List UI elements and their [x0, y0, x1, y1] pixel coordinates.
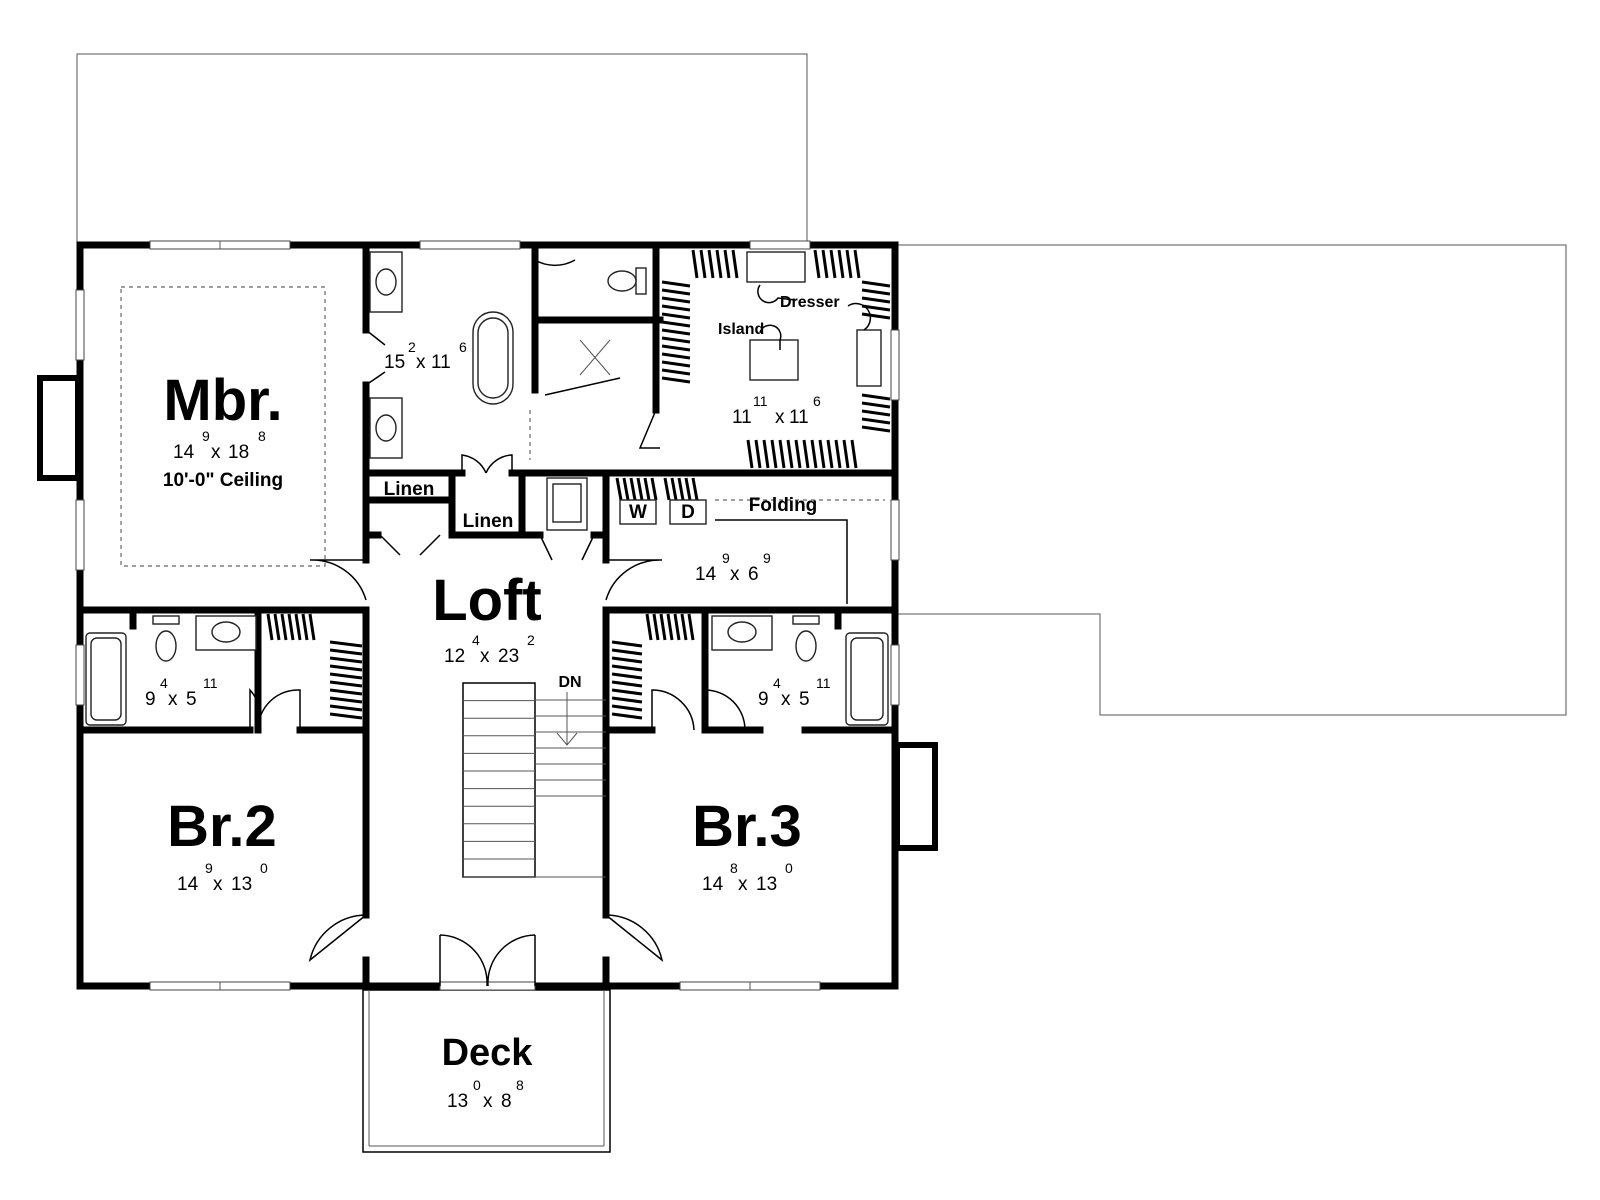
ceiling-outline [120, 286, 326, 567]
svg-text:0: 0 [785, 860, 793, 876]
svg-text:6: 6 [813, 393, 821, 409]
dryer-label: D [681, 502, 695, 523]
closet-furniture [746, 251, 882, 387]
svg-text:9: 9 [205, 860, 213, 876]
svg-text:x: x [738, 874, 748, 895]
br3-dimensions: 14 8 x 13 0 [702, 860, 793, 895]
svg-text:x: x [483, 1091, 493, 1112]
laundry-dimensions: 14 9 x 6 9 [695, 550, 771, 585]
dresser-label: Dresser [780, 294, 840, 311]
loft-dimensions: 12 4 x 23 2 [444, 632, 535, 667]
svg-text:0: 0 [473, 1077, 481, 1093]
washer-label: W [629, 502, 647, 523]
svg-text:x: x [730, 564, 740, 585]
chimney-left [37, 375, 81, 481]
mbr-ceiling-note: 10'-0" Ceiling [163, 470, 283, 491]
br3-label: Br.3 [692, 794, 802, 859]
svg-text:11: 11 [732, 407, 752, 428]
svg-text:8: 8 [501, 1091, 512, 1112]
roof-outlines [76, 53, 1567, 716]
svg-text:x: x [480, 646, 490, 667]
windows [75, 240, 900, 991]
mbr-label: Mbr. [163, 368, 282, 433]
svg-text:11: 11 [816, 675, 831, 691]
closet-master-dimensions: 11 11 x 11 6 [732, 393, 821, 428]
svg-text:11: 11 [789, 407, 809, 428]
svg-text:9: 9 [758, 689, 769, 710]
svg-text:2: 2 [408, 339, 416, 355]
svg-text:9: 9 [763, 550, 771, 566]
svg-text:14: 14 [173, 442, 195, 463]
svg-text:14: 14 [695, 564, 717, 585]
svg-text:14: 14 [177, 874, 199, 895]
laundry-appliances [619, 499, 885, 604]
svg-text:x: x [168, 689, 178, 710]
svg-text:6: 6 [748, 564, 759, 585]
svg-text:11: 11 [753, 393, 768, 409]
svg-text:0: 0 [260, 860, 268, 876]
loft-label: Loft [432, 568, 542, 633]
svg-text:x: x [211, 442, 221, 463]
bath2-dimensions: 9 4 x 5 11 [145, 675, 218, 710]
stair-down-label: DN [558, 674, 581, 691]
svg-text:5: 5 [799, 689, 810, 710]
svg-text:9: 9 [202, 428, 210, 444]
closet-shelving [266, 249, 891, 720]
toilet-icon [152, 267, 820, 662]
br2-label: Br.2 [167, 794, 277, 859]
stairway [462, 682, 606, 878]
deck-dimensions: 13 0 x 8 8 [447, 1077, 524, 1112]
svg-text:4: 4 [773, 675, 781, 691]
svg-text:x: x [213, 874, 223, 895]
tub-icon [85, 311, 889, 726]
shower-icon [529, 339, 621, 460]
svg-text:x: x [416, 352, 426, 373]
folding-label: Folding [749, 495, 818, 516]
svg-text:18: 18 [228, 442, 249, 463]
svg-text:9: 9 [145, 689, 156, 710]
svg-text:13: 13 [231, 874, 252, 895]
svg-text:8: 8 [730, 860, 738, 876]
svg-text:9: 9 [722, 550, 730, 566]
svg-text:5: 5 [186, 689, 197, 710]
br2-dimensions: 14 9 x 13 0 [177, 860, 268, 895]
svg-text:x: x [781, 689, 791, 710]
bath-master-dimensions: 15 2 x 11 6 [384, 339, 467, 373]
sink-icon [195, 251, 773, 651]
island-label: Island [718, 321, 764, 338]
chimney-right [894, 742, 938, 851]
bath3-dimensions: 9 4 x 5 11 [758, 675, 831, 710]
svg-text:13: 13 [447, 1091, 468, 1112]
svg-text:6: 6 [459, 339, 467, 355]
svg-text:2: 2 [527, 632, 535, 648]
svg-text:12: 12 [444, 646, 465, 667]
svg-text:8: 8 [258, 428, 266, 444]
svg-text:14: 14 [702, 874, 724, 895]
stair-arrow-icon [556, 692, 578, 746]
svg-text:4: 4 [472, 632, 480, 648]
linen-label-1: Linen [384, 479, 435, 500]
mbr-dimensions: 14 9 x 18 8 [173, 428, 266, 463]
svg-text:15: 15 [384, 352, 405, 373]
deck-label: Deck [442, 1032, 534, 1074]
svg-text:23: 23 [498, 646, 519, 667]
svg-text:4: 4 [160, 675, 168, 691]
interior-walls [76, 241, 899, 990]
linen-label-2: Linen [463, 511, 514, 532]
svg-text:13: 13 [756, 874, 777, 895]
svg-text:8: 8 [516, 1077, 524, 1093]
svg-text:x: x [775, 407, 785, 428]
door-swing-icon [249, 245, 746, 987]
svg-text:11: 11 [431, 352, 451, 373]
svg-text:11: 11 [203, 675, 218, 691]
